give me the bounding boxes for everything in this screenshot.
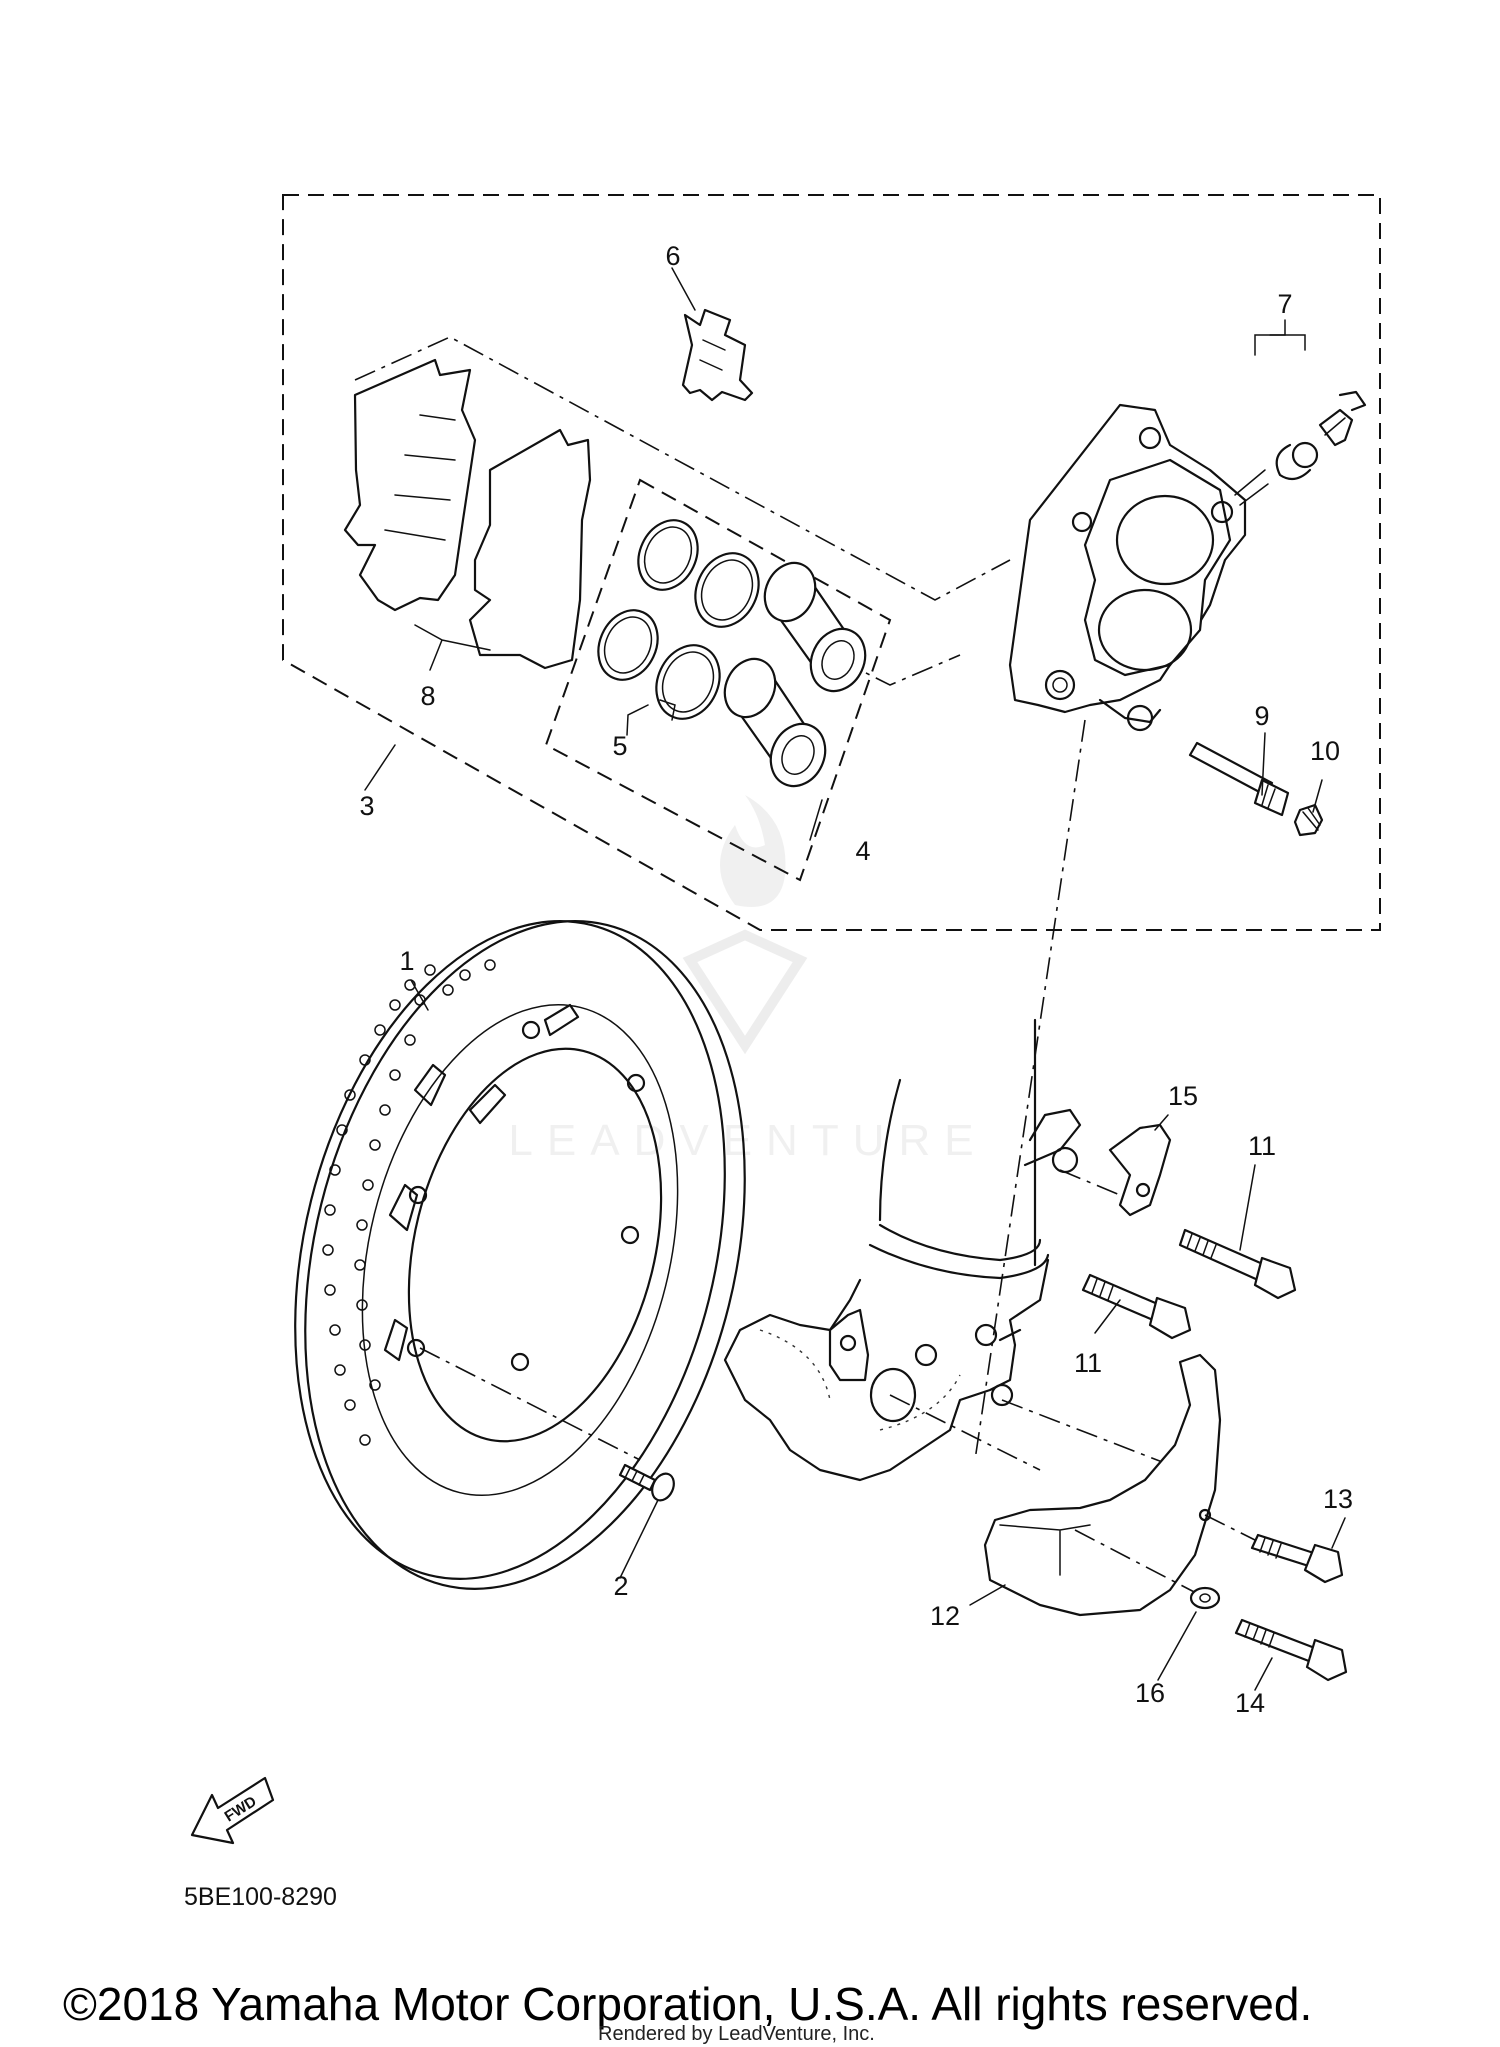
leadventure-watermark: LEADVENTURE [508, 795, 987, 1165]
forward-arrow-icon: FWD [190, 1776, 275, 1845]
label-part-12: 12 [930, 1601, 960, 1631]
pin-plug [1293, 803, 1324, 837]
bleed-valve [1275, 390, 1367, 481]
reference-line-disc-bolt [419, 1347, 641, 1461]
label-part-1: 1 [399, 946, 414, 976]
watermark-text: LEADVENTURE [508, 1116, 987, 1165]
reference-line-guard-upper [1204, 1514, 1256, 1541]
copyright-notice: ©2018 Yamaha Motor Corporation, U.S.A. A… [63, 1978, 1312, 2030]
reference-line-guard-lower [1074, 1529, 1201, 1596]
reference-line-pads [354, 336, 1011, 601]
disc-guard [983, 1353, 1222, 1617]
reference-line-upper-bolt [1059, 1169, 1121, 1196]
label-part-11-lower: 11 [1074, 1348, 1102, 1378]
pad-spring [681, 308, 754, 402]
guard-bolt-lower [1234, 1618, 1348, 1682]
rendered-by-notice: Rendered by LeadVenture, Inc. [598, 2023, 875, 2045]
leader-lines [364, 267, 1346, 1691]
washer [1189, 1586, 1221, 1610]
reference-line-guard-bolt [1001, 1399, 1171, 1466]
label-part-16: 16 [1135, 1678, 1165, 1708]
brake-caliper [1008, 403, 1269, 732]
disc-bolt [618, 1463, 675, 1502]
reference-line-axle [889, 1394, 1041, 1471]
caliper-bolt-upper [1178, 1228, 1297, 1300]
brake-pad-front [343, 358, 477, 612]
label-part-14: 14 [1235, 1688, 1265, 1718]
reference-line-caliper-bolt [974, 719, 1086, 1461]
brake-disc [294, 920, 746, 1590]
caliper-kit-boundary [282, 194, 1381, 931]
piston-seals [597, 519, 760, 720]
brake-pad-rear [468, 428, 592, 670]
caliper-bolt-lower [1081, 1273, 1192, 1340]
label-part-15: 15 [1168, 1081, 1198, 1111]
label-part-9: 9 [1254, 701, 1269, 731]
label-part-8: 8 [420, 681, 435, 711]
hose-clamp [1108, 1123, 1172, 1217]
label-part-2: 2 [613, 1571, 628, 1601]
label-part-11-upper: 11 [1248, 1131, 1276, 1161]
piston-kit-boundary [544, 478, 892, 882]
pistons [723, 561, 867, 788]
label-part-10: 10 [1310, 736, 1340, 766]
caliper-pin [1188, 741, 1290, 817]
guard-bolt-upper [1250, 1533, 1344, 1584]
label-part-6: 6 [665, 241, 680, 271]
label-part-13: 13 [1323, 1484, 1353, 1514]
label-part-5: 5 [612, 731, 627, 761]
label-part-7: 7 [1277, 289, 1292, 319]
label-part-4: 4 [855, 836, 870, 866]
diagram-code: 5BE100-8290 [184, 1883, 337, 1911]
front-fork-leg [723, 1018, 1082, 1482]
label-part-3: 3 [359, 791, 374, 821]
